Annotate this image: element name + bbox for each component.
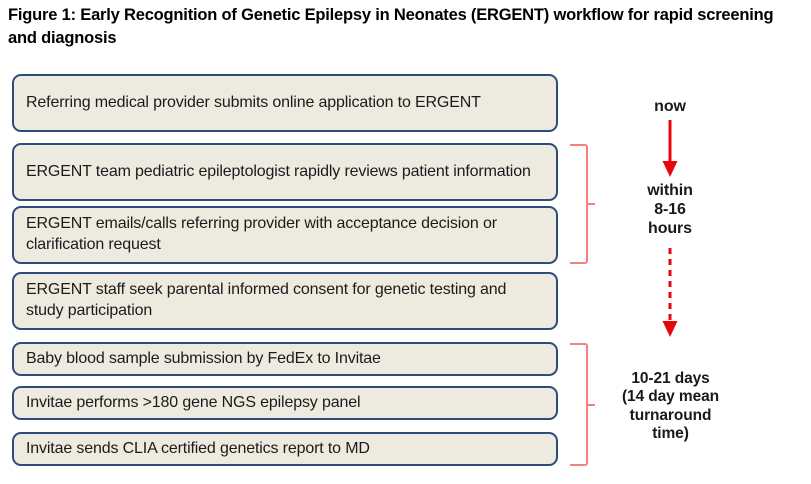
workflow-step-box: ERGENT staff seek parental informed cons… <box>12 272 558 330</box>
workflow-step-box: Baby blood sample submission by FedEx to… <box>12 342 558 376</box>
figure-caption: Figure 1: Early Recognition of Genetic E… <box>8 6 774 48</box>
workflow-step-text: Baby blood sample submission by FedEx to… <box>26 349 381 367</box>
timeline-label-now: now <box>654 98 686 115</box>
brace-icon-upper <box>570 144 595 264</box>
workflow-step-box: ERGENT emails/calls referring provider w… <box>12 206 558 264</box>
down-arrow-dashed-icon <box>662 248 678 337</box>
workflow-step-text: ERGENT team pediatric epileptologist rap… <box>26 162 531 180</box>
workflow-step-text: ERGENT emails/calls referring provider w… <box>26 215 497 253</box>
workflow-step-box: Invitae sends CLIA certified genetics re… <box>12 432 558 466</box>
workflow-step-box: ERGENT team pediatric epileptologist rap… <box>12 143 558 201</box>
workflow-step-text: Invitae performs >180 gene NGS epilepsy … <box>26 393 361 411</box>
turnaround-line-4: time) <box>652 424 689 442</box>
turnaround-line-2: (14 day mean <box>621 388 719 406</box>
timeline-within-line-1: within <box>647 182 693 199</box>
brace-icon-lower <box>570 343 595 466</box>
timeline-within-line-2: 8-16 <box>654 200 686 218</box>
down-arrow-icon <box>662 120 678 177</box>
timeline-label-turnaround: 10-21 days (14 day mean turnaround time) <box>588 370 753 443</box>
workflow-step-text: Referring medical provider submits onlin… <box>26 93 481 111</box>
timeline-label-within: within 8-16 hours <box>600 182 740 239</box>
workflow-step-text: Invitae sends CLIA certified genetics re… <box>26 439 370 457</box>
turnaround-line-1: 10-21 days <box>631 370 710 387</box>
workflow-step-box: Invitae performs >180 gene NGS epilepsy … <box>12 386 558 420</box>
timeline-within-line-3: hours <box>648 219 692 237</box>
workflow-step-box: Referring medical provider submits onlin… <box>12 74 558 132</box>
turnaround-line-3: turnaround <box>629 406 712 424</box>
workflow-step-text: ERGENT staff seek parental informed cons… <box>26 281 507 319</box>
